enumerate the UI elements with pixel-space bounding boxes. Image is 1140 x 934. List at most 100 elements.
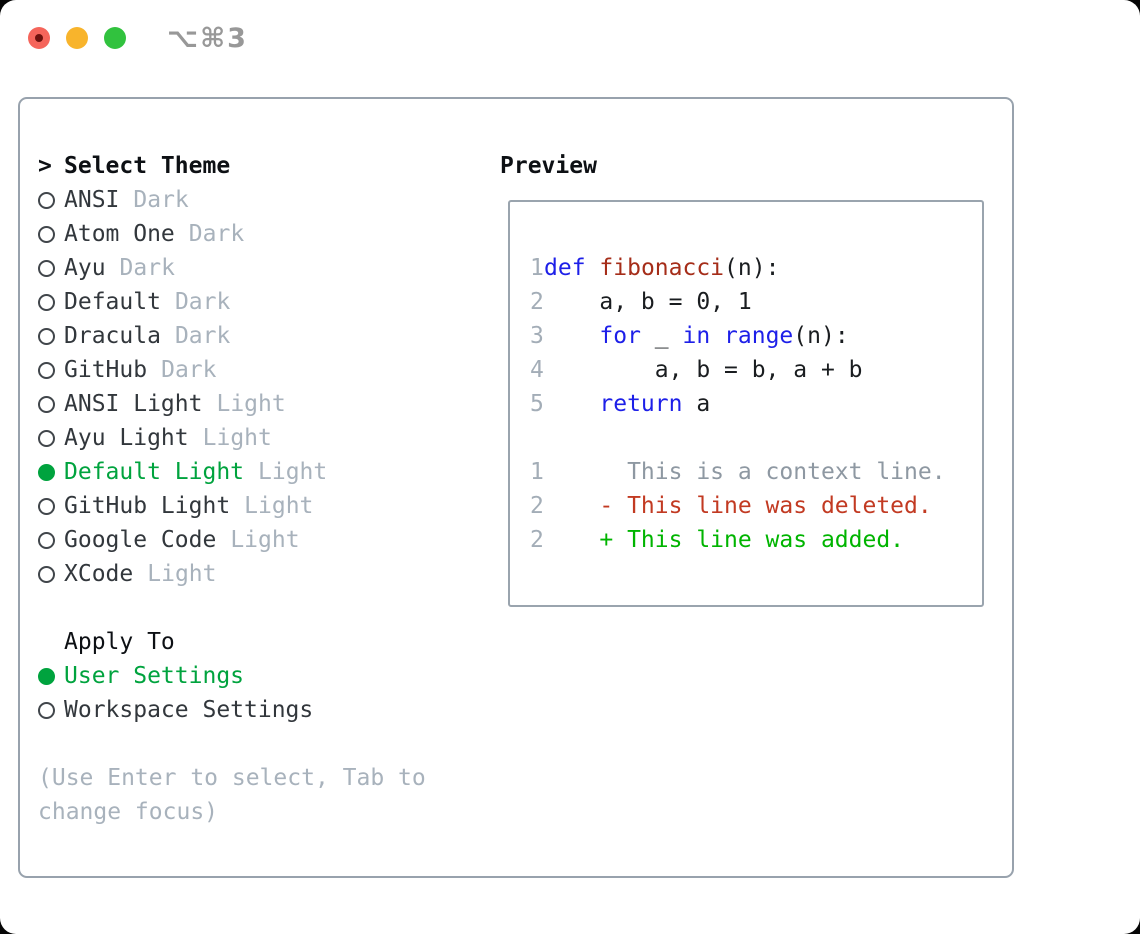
theme-tag: Dark xyxy=(188,221,245,247)
keyboard-hint: (Use Enter to select, Tab to change focu… xyxy=(38,765,426,825)
apply-to-option[interactable]: Workspace Settings xyxy=(38,693,470,727)
code-token: range xyxy=(724,323,794,349)
apply-to-option[interactable]: User Settings xyxy=(38,659,470,693)
select-theme-title: Select Theme xyxy=(64,153,231,179)
preview-code-line: 2 a, b = 0, 1 xyxy=(530,285,976,319)
radio-unselected-icon xyxy=(38,497,64,515)
code-token: This is a context line. xyxy=(544,459,946,485)
line-number: 3 xyxy=(530,323,544,349)
code-token xyxy=(710,323,724,349)
titlebar: ⌥⌘3 xyxy=(0,0,1140,70)
theme-name: XCode xyxy=(64,561,134,587)
line-number: 5 xyxy=(530,391,544,417)
theme-tag: Dark xyxy=(174,289,231,315)
code-token xyxy=(544,323,599,349)
code-token: a, b = b, a + b xyxy=(544,357,863,383)
preview-code-line: 3 for _ in range(n): xyxy=(530,319,976,353)
line-number: 2 xyxy=(530,289,544,315)
code-token xyxy=(586,255,600,281)
theme-tag: Light xyxy=(216,391,286,417)
theme-name: ANSI xyxy=(64,187,120,213)
traffic-lights xyxy=(28,27,126,49)
theme-name: Google Code xyxy=(64,527,217,553)
radio-selected-icon xyxy=(38,667,64,685)
theme-list-item[interactable]: GitHub Dark xyxy=(38,353,470,387)
theme-tag: Dark xyxy=(161,357,217,383)
theme-list-item[interactable]: Ayu Dark xyxy=(38,251,470,285)
preview-code-line: 2 + This line was added. xyxy=(530,523,976,557)
apply-to-title: Apply To xyxy=(64,629,175,655)
code-token: in xyxy=(682,323,711,349)
radio-unselected-icon xyxy=(38,293,64,311)
radio-unselected-icon xyxy=(38,225,64,243)
theme-name: Atom One xyxy=(64,221,175,247)
code-token: (n): xyxy=(793,323,849,349)
theme-tag: Light xyxy=(244,493,314,519)
radio-unselected-icon xyxy=(38,429,64,447)
theme-list-item[interactable]: Ayu Light Light xyxy=(38,421,470,455)
select-theme-header-row: > Select Theme xyxy=(38,149,470,183)
line-number: 2 xyxy=(530,527,544,553)
theme-tag: Light xyxy=(258,459,328,485)
theme-name: Ayu Light xyxy=(64,425,189,451)
theme-name: GitHub xyxy=(64,357,148,383)
preview-code-line: 5 return a xyxy=(530,387,976,421)
theme-name: ANSI Light xyxy=(64,391,203,417)
theme-tag: Light xyxy=(147,561,217,587)
theme-list-item[interactable]: ANSI Light Light xyxy=(38,387,470,421)
radio-unselected-icon xyxy=(38,327,64,345)
theme-name: Default xyxy=(64,289,161,315)
preview-code-line: 1def fibonacci(n): xyxy=(530,251,976,285)
theme-list-item[interactable]: XCode Light xyxy=(38,557,470,591)
theme-tag: Dark xyxy=(119,255,175,281)
theme-list-item[interactable]: Default Dark xyxy=(38,285,470,319)
radio-unselected-icon xyxy=(38,565,64,583)
theme-name: GitHub Light xyxy=(64,493,231,519)
preview-code-line xyxy=(530,421,976,455)
apply-to-option-label: User Settings xyxy=(64,663,245,689)
code-token: def xyxy=(544,255,586,281)
theme-tag: Light xyxy=(202,425,272,451)
window-title: ⌥⌘3 xyxy=(167,23,248,54)
line-number: 4 xyxy=(530,357,544,383)
code-token: - This line was deleted. xyxy=(544,493,932,519)
code-token: a xyxy=(682,391,711,417)
line-number: 1 xyxy=(530,255,544,281)
code-token: return xyxy=(599,391,683,417)
radio-selected-icon xyxy=(38,463,64,481)
zoom-button-icon[interactable] xyxy=(104,27,126,49)
theme-list-item[interactable]: GitHub Light Light xyxy=(38,489,470,523)
minimize-button-icon[interactable] xyxy=(66,27,88,49)
code-token: a, b = 0, 1 xyxy=(544,289,752,315)
theme-name: Ayu xyxy=(64,255,106,281)
code-token: _ xyxy=(640,323,683,349)
radio-unselected-icon xyxy=(38,701,64,719)
code-token xyxy=(544,391,599,417)
radio-unselected-icon xyxy=(38,259,64,277)
spacer xyxy=(38,591,470,625)
selection-pointer: > xyxy=(38,153,52,179)
radio-unselected-icon xyxy=(38,531,64,549)
preview-title: Preview xyxy=(500,153,597,179)
preview-code-line: 4 a, b = b, a + b xyxy=(530,353,976,387)
theme-list-item[interactable]: ANSI Dark xyxy=(38,183,470,217)
preview-code-line: 2 - This line was deleted. xyxy=(530,489,976,523)
radio-unselected-icon xyxy=(38,395,64,413)
code-token: + This line was added. xyxy=(544,527,905,553)
theme-tag: Light xyxy=(230,527,300,553)
theme-list-item[interactable]: Atom One Dark xyxy=(38,217,470,251)
close-button-icon[interactable] xyxy=(28,27,50,49)
apply-to-header-row: Apply To xyxy=(38,625,470,659)
code-token: fibonacci xyxy=(599,255,725,281)
theme-list-item[interactable]: Google Code Light xyxy=(38,523,470,557)
theme-tag: Dark xyxy=(174,323,231,349)
theme-tag: Dark xyxy=(133,187,189,213)
